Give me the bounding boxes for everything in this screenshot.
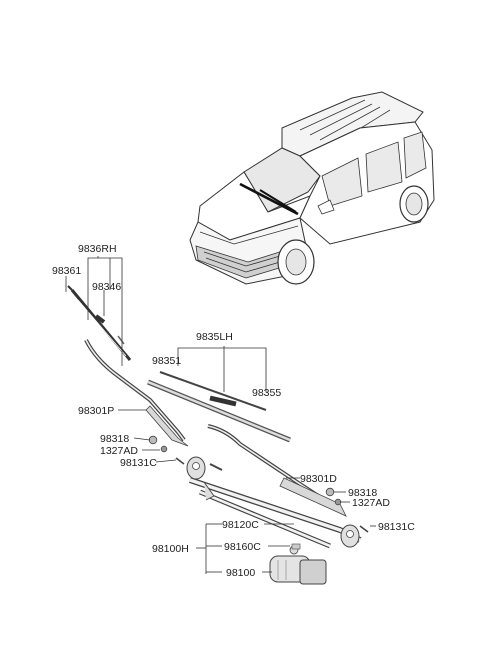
wiper-arm-driver [207,424,347,517]
wiper-linkage [186,456,362,549]
label-98301P: 98301P [78,405,114,417]
label-98131C-right: 98131C [378,521,415,533]
vehicle-illustration [189,91,435,285]
lh-wiper-blade [147,371,291,443]
label-98318-right: 98318 [348,487,377,499]
label-98318-left: 98318 [100,433,129,445]
part-labels: 9836RH 98361 98346 9835LH 98351 98355 98… [52,243,415,579]
label-9836RH: 9836RH [78,243,117,255]
wiper-arm-passenger [84,339,189,447]
wiper-motor [269,545,327,585]
rh-wiper-blade [67,285,132,361]
label-98120C: 98120C [222,519,259,531]
label-1327AD-left: 1327AD [100,445,138,457]
label-98355: 98355 [252,387,281,399]
label-98346: 98346 [92,281,121,293]
label-1327AD-right: 1327AD [352,497,390,509]
label-98131C-left: 98131C [120,457,157,469]
small-fasteners [148,435,369,550]
label-98351: 98351 [152,355,181,367]
label-98361: 98361 [52,265,81,277]
label-9835LH: 9835LH [196,331,233,343]
label-98301D: 98301D [300,473,337,485]
label-98100H: 98100H [152,543,189,555]
label-98100: 98100 [226,567,255,579]
label-98160C: 98160C [224,541,261,553]
leader-lines [65,256,376,574]
